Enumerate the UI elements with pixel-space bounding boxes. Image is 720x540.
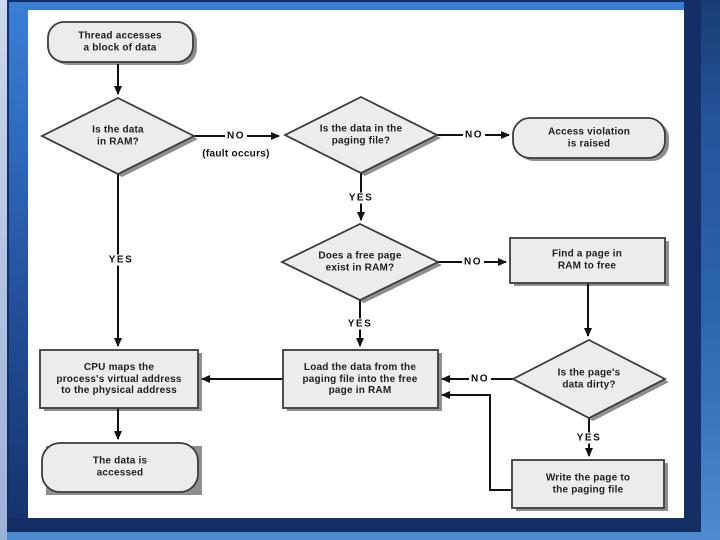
flowchart-canvas: Thread accesses a block of data Is the d… (28, 10, 684, 518)
node-label-access-violation: Access violation is raised (547, 126, 631, 150)
node-label-is-in-ram: Is the data in RAM? (92, 124, 144, 148)
left-edge-highlight (0, 0, 7, 540)
node-cpu-maps-shape (39, 349, 199, 409)
node-label-is-page-dirty: Is the page's data dirty? (557, 367, 621, 391)
node-label-find-page: Find a page in RAM to free (551, 248, 623, 272)
node-label-start: Thread accesses a block of data (78, 30, 162, 54)
edge-label-yes-cpu: YES (106, 254, 136, 266)
edge-label-no-violation: NO (463, 129, 485, 141)
edge-label-yes-write: YES (574, 432, 604, 444)
node-is-in-ram-shape (39, 96, 197, 176)
node-write-page-shape (511, 459, 665, 509)
edge-label-fault-note: (fault occurs) (200, 148, 272, 160)
node-access-violation-shape (512, 117, 666, 159)
node-label-load-data: Load the data from the paging file into … (302, 361, 418, 396)
node-label-write-page: Write the page to the paging file (545, 472, 631, 496)
edge-label-yes-free-page: YES (346, 192, 376, 204)
node-data-accessed-shape (41, 442, 199, 493)
node-bodies (39, 21, 667, 509)
node-find-page-shape (509, 237, 666, 284)
node-label-is-in-paging-file: Is the data in the paging file? (319, 123, 403, 147)
node-is-page-dirty-shape (511, 338, 667, 420)
node-label-free-page-exists: Does a free page exist in RAM? (318, 250, 402, 274)
edge-label-no-not-dirty: NO (469, 373, 491, 385)
node-load-data-shape (282, 349, 439, 409)
edge-label-no-fault: NO (225, 130, 247, 142)
node-is-in-paging-file-shape (282, 95, 440, 175)
node-label-cpu-maps: CPU maps the process's virtual address t… (56, 361, 182, 396)
node-label-data-accessed: The data is accessed (92, 455, 148, 479)
node-start-shape (47, 21, 194, 63)
edge-label-no-find-page: NO (462, 256, 484, 268)
flowchart-shapes (39, 21, 669, 511)
node-free-page-exists-shape (279, 222, 441, 302)
edge-label-yes-load: YES (345, 318, 375, 330)
